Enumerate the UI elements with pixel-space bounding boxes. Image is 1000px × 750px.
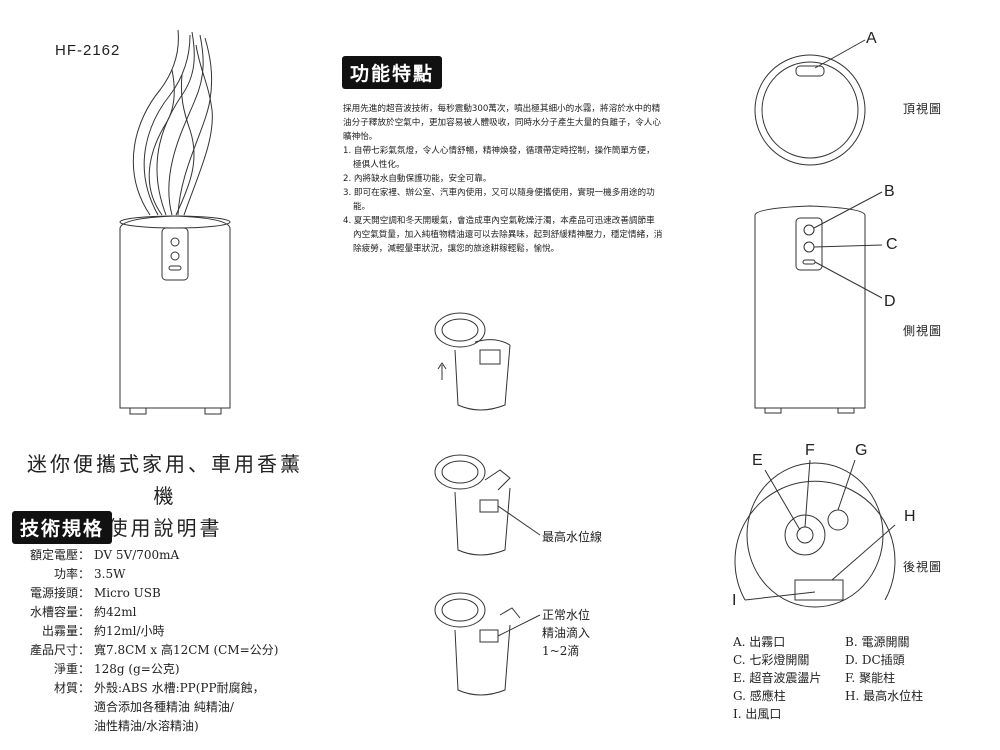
- spec-row: 材質： 外殼:ABS 水槽:PP(PP耐腐蝕，: [12, 679, 278, 698]
- normal-level-line: 正常水位: [542, 608, 591, 622]
- normal-water-level-note: 正常水位 精油滴入 1~2滴: [542, 606, 590, 660]
- top-view-label: 頂視圖: [903, 102, 943, 116]
- side-view-illustration: [754, 191, 883, 414]
- legend-entry: I. 出風口: [733, 707, 782, 721]
- feature-item: 2. 內將缺水自動保護功能，安全可靠。: [343, 174, 492, 184]
- legend-entry: H. 最高水位柱: [845, 689, 924, 703]
- step1-illustration: [434, 312, 511, 411]
- callout-c: C: [886, 236, 898, 253]
- legend-entry: F. 聚能柱: [845, 671, 896, 685]
- spec-continuation: 適合添加各種精油 純精油/: [94, 700, 234, 714]
- callout-e: E: [752, 452, 763, 469]
- drop-count-line: 1~2滴: [542, 644, 580, 658]
- spec-continuation: 油性精油/水溶精油): [94, 719, 199, 733]
- legend-row: G. 感應柱 H. 最高水位柱: [733, 687, 923, 705]
- legend-entry: D. DC插頭: [845, 653, 905, 667]
- spec-row: 功率： 3.5W: [12, 565, 278, 584]
- specs-list: 額定電壓：DV 5V/700mA 功率：3.5W 電源接頭：Micro USB …: [12, 546, 278, 736]
- feature-item: 3. 即可在家裡、辦公室、汽車內使用，又可以隨身便攜使用，實現一機多用途的功能。: [343, 188, 655, 212]
- spec-value: 128g (g=公克): [94, 662, 180, 676]
- features-heading: 功能特點: [342, 56, 443, 89]
- top-view-illustration: [754, 39, 866, 166]
- oil-drop-line: 精油滴入: [542, 626, 591, 640]
- spec-key: 水槽容量：: [29, 605, 90, 619]
- parts-legend: A. 出霧口 B. 電源開關 C. 七彩燈開關 D. DC插頭 E. 超音波震盪片 F…: [733, 633, 923, 723]
- step3-illustration: [434, 592, 541, 696]
- spec-key: 淨重：: [53, 662, 90, 676]
- spec-key: 電源接頭：: [29, 586, 90, 600]
- spec-key: 材質：: [53, 681, 90, 695]
- legend-entry: E. 超音波震盪片: [733, 671, 822, 685]
- spec-value: 3.5W: [94, 567, 126, 581]
- legend-row: E. 超音波震盪片 F. 聚能柱: [733, 669, 923, 687]
- spec-row: 產品尺寸： 寬7.8CM x 高12CM (CM=公分): [12, 641, 278, 660]
- back-view-label: 後視圖: [903, 560, 943, 574]
- spec-value: 寬7.8CM x 高12CM (CM=公分): [94, 643, 279, 657]
- legend-entry: G. 感應柱: [733, 689, 786, 703]
- callout-h: H: [904, 508, 916, 525]
- spec-value: 外殼:ABS 水槽:PP(PP耐腐蝕，: [94, 681, 265, 695]
- legend-row: I. 出風口: [733, 705, 923, 723]
- spec-value: Micro USB: [94, 586, 161, 600]
- features-text: 採用先進的超音波技術，每秒震動300萬次，噴出極其細小的水霧，將溶於水中的精油分…: [343, 102, 663, 256]
- spec-row: 淨重： 128g (g=公克): [12, 660, 278, 679]
- callout-f: F: [805, 442, 815, 459]
- title-line-1: 迷你便攜式家用、車用香薰機: [27, 452, 303, 508]
- spec-key: 功率：: [53, 567, 90, 581]
- legend-entry: B. 電源開關: [845, 635, 910, 649]
- spec-key: 產品尺寸：: [29, 643, 90, 657]
- callout-i: I: [732, 592, 737, 609]
- legend-entry: C. 七彩燈開關: [733, 653, 810, 667]
- specs-heading: 技術規格: [12, 511, 113, 544]
- model-number: HF-2162: [55, 42, 121, 59]
- feature-item: 1. 自帶七彩氣氛燈，令人心情舒暢，精神煥發，循環帶定時控制，操作簡單方便，極俱…: [343, 146, 655, 170]
- legend-entry: A. 出霧口: [733, 635, 786, 649]
- document-title: 迷你便攜式家用、車用香薰機 使用說明書: [20, 448, 310, 544]
- spec-row: 水槽容量： 約42ml: [12, 603, 278, 622]
- feature-item: 4. 夏天開空調和冬天開暖氣，會造成車內空氣乾燥汙濁，本產品可迅速改善調節車內空…: [343, 216, 663, 254]
- spec-row: 電源接頭： Micro USB: [12, 584, 278, 603]
- main-product-body: [119, 215, 231, 415]
- max-water-level-label: 最高水位線: [542, 530, 603, 544]
- spec-value: 約12ml/小時: [94, 624, 165, 638]
- features-intro: 採用先進的超音波技術，每秒震動300萬次，噴出極其細小的水霧，將溶於水中的精油分…: [343, 104, 661, 142]
- spec-key: 出霧量：: [41, 624, 90, 638]
- step2-illustration: [434, 454, 541, 556]
- spec-row: 出霧量： 約12ml/小時: [12, 622, 278, 641]
- title-line-2: 使用說明書: [107, 516, 223, 540]
- legend-row: A. 出霧口 B. 電源開關: [733, 633, 923, 651]
- spec-value: 約42ml: [94, 605, 137, 619]
- side-view-label: 側視圖: [903, 324, 943, 338]
- back-view-illustration: [734, 459, 896, 608]
- callout-a: A: [866, 30, 877, 47]
- spec-key: 額定電壓：: [29, 548, 90, 562]
- callout-d: D: [884, 293, 896, 310]
- spec-value: DV 5V/700mA: [94, 548, 180, 562]
- callout-b: B: [884, 183, 895, 200]
- spec-row: 額定電壓： DV 5V/700mA: [12, 546, 278, 565]
- callout-g: G: [855, 442, 868, 459]
- mist-flame-illustration: [132, 29, 213, 216]
- legend-row: C. 七彩燈開關 D. DC插頭: [733, 651, 923, 669]
